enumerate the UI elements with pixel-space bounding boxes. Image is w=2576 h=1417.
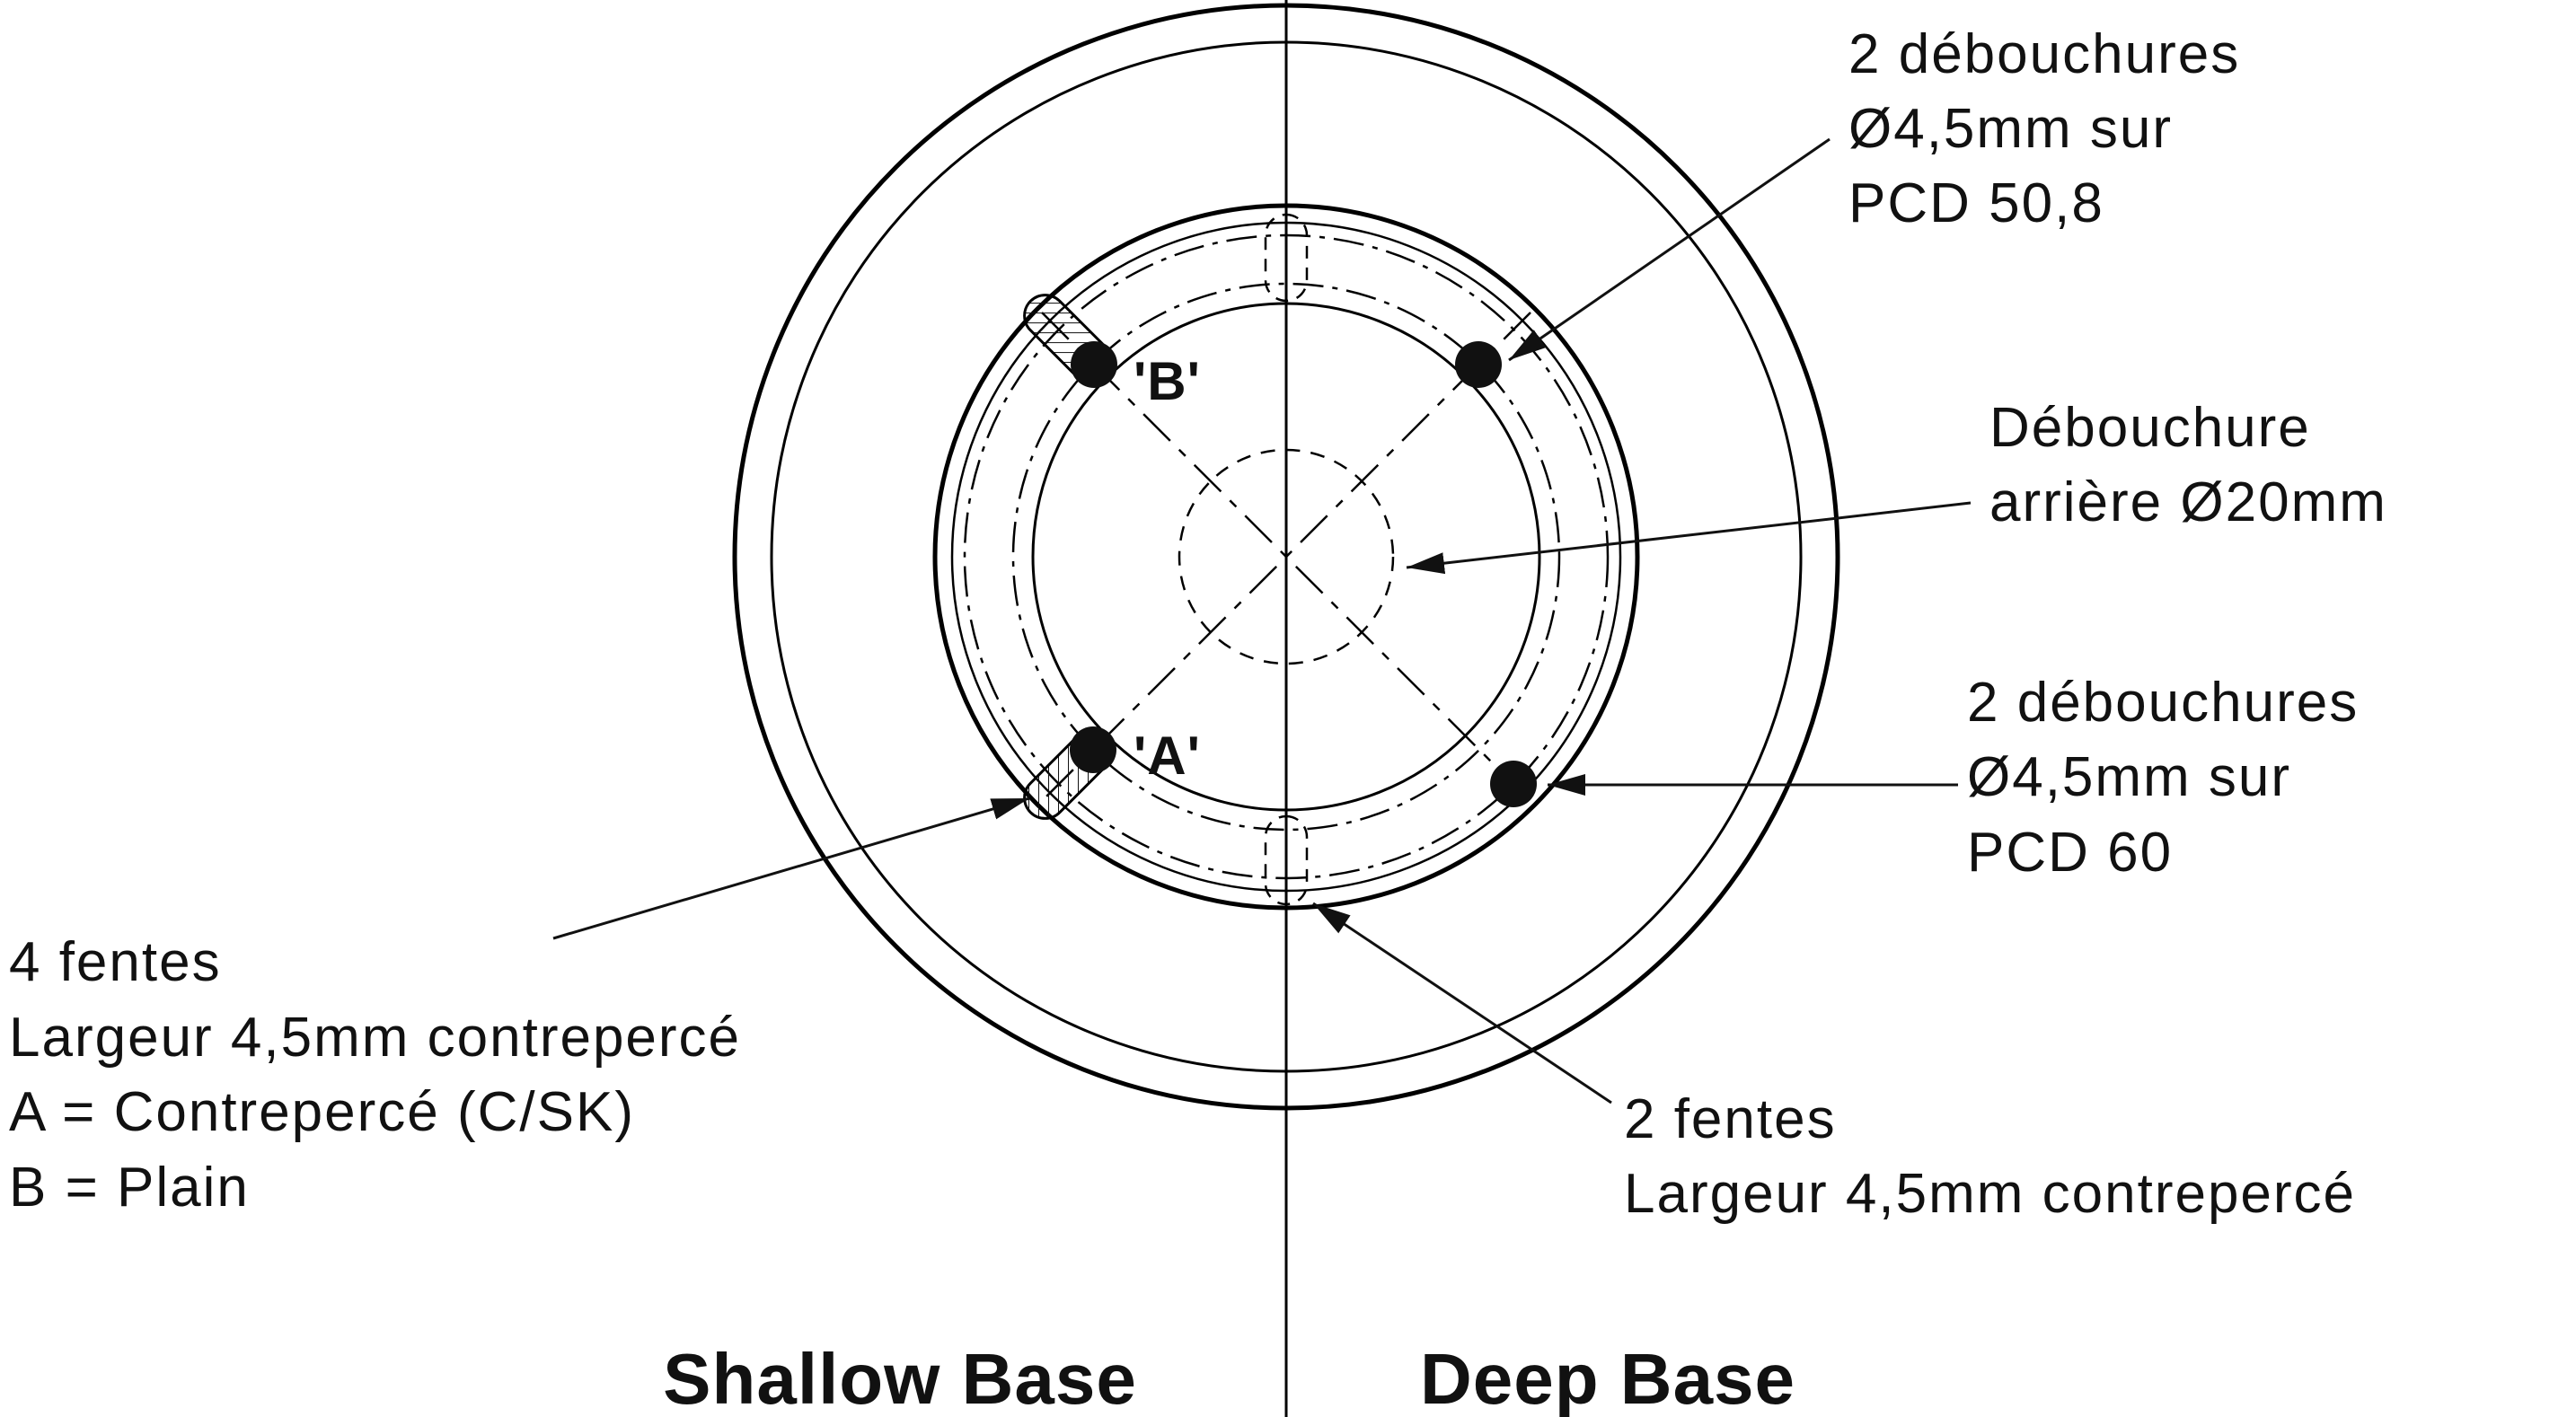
title-shallow-base: Shallow Base: [663, 1339, 1137, 1417]
annotation-four-slots-line4: B = Plain: [9, 1157, 250, 1219]
annotation-two-slots-line2: Largeur 4,5mm contrepercé: [1624, 1163, 2356, 1225]
slot-top-center: [1264, 213, 1309, 303]
annotation-pcd508-line3: PCD 50,8: [1848, 172, 2104, 234]
annotation-pcd508-line1: 2 débouchures: [1848, 23, 2240, 85]
annotation-rear-hole-line1: Débouchure: [1989, 397, 2311, 459]
boss-chamfer-circle: [950, 221, 1622, 893]
annotation-pcd60-line1: 2 débouchures: [1967, 672, 2359, 734]
title-deep-base: Deep Base: [1420, 1339, 1795, 1417]
hole-pcd60: [1490, 761, 1537, 807]
annotation-four-slots-line1: 4 fentes: [9, 931, 222, 993]
hole-b-countersink: [1071, 341, 1117, 388]
pcd-508-circle: [1011, 282, 1561, 832]
annotation-four-slots-line2: Largeur 4,5mm contrepercé: [9, 1007, 741, 1069]
diagonal-centerline-2: [1041, 312, 1531, 802]
hole-label-a: 'A': [1134, 726, 1201, 786]
hole-a-countersink: [1070, 726, 1116, 773]
rear-hole-circle: [1178, 448, 1395, 665]
pcd-60-circle: [963, 233, 1610, 880]
hole-label-b: 'B': [1134, 351, 1201, 411]
boss-outer-circle: [932, 203, 1640, 911]
annotation-rear-hole-line2: arrière Ø20mm: [1989, 471, 2387, 533]
annotation-four-slots-line3: A = Contrepercé (C/SK): [9, 1081, 635, 1143]
annotation-two-slots-line1: 2 fentes: [1624, 1088, 1837, 1150]
leader-rear-hole: [1406, 501, 1972, 575]
annotation-pcd60-line2: Ø4,5mm sur: [1967, 746, 2291, 808]
slot-bottom-center: [1264, 814, 1309, 906]
leader-two-slots: [1312, 902, 1612, 1105]
hole-pcd508: [1455, 341, 1502, 388]
annotation-pcd60-line3: PCD 60: [1967, 822, 2173, 884]
outer-rim-circle: [732, 3, 1840, 1111]
leader-pcd508: [1508, 137, 1831, 362]
annotation-pcd508-line2: Ø4,5mm sur: [1848, 98, 2173, 160]
spigot-circle: [1031, 302, 1541, 812]
leader-four-slots: [552, 797, 1030, 940]
inner-rim-circle: [770, 40, 1803, 1073]
